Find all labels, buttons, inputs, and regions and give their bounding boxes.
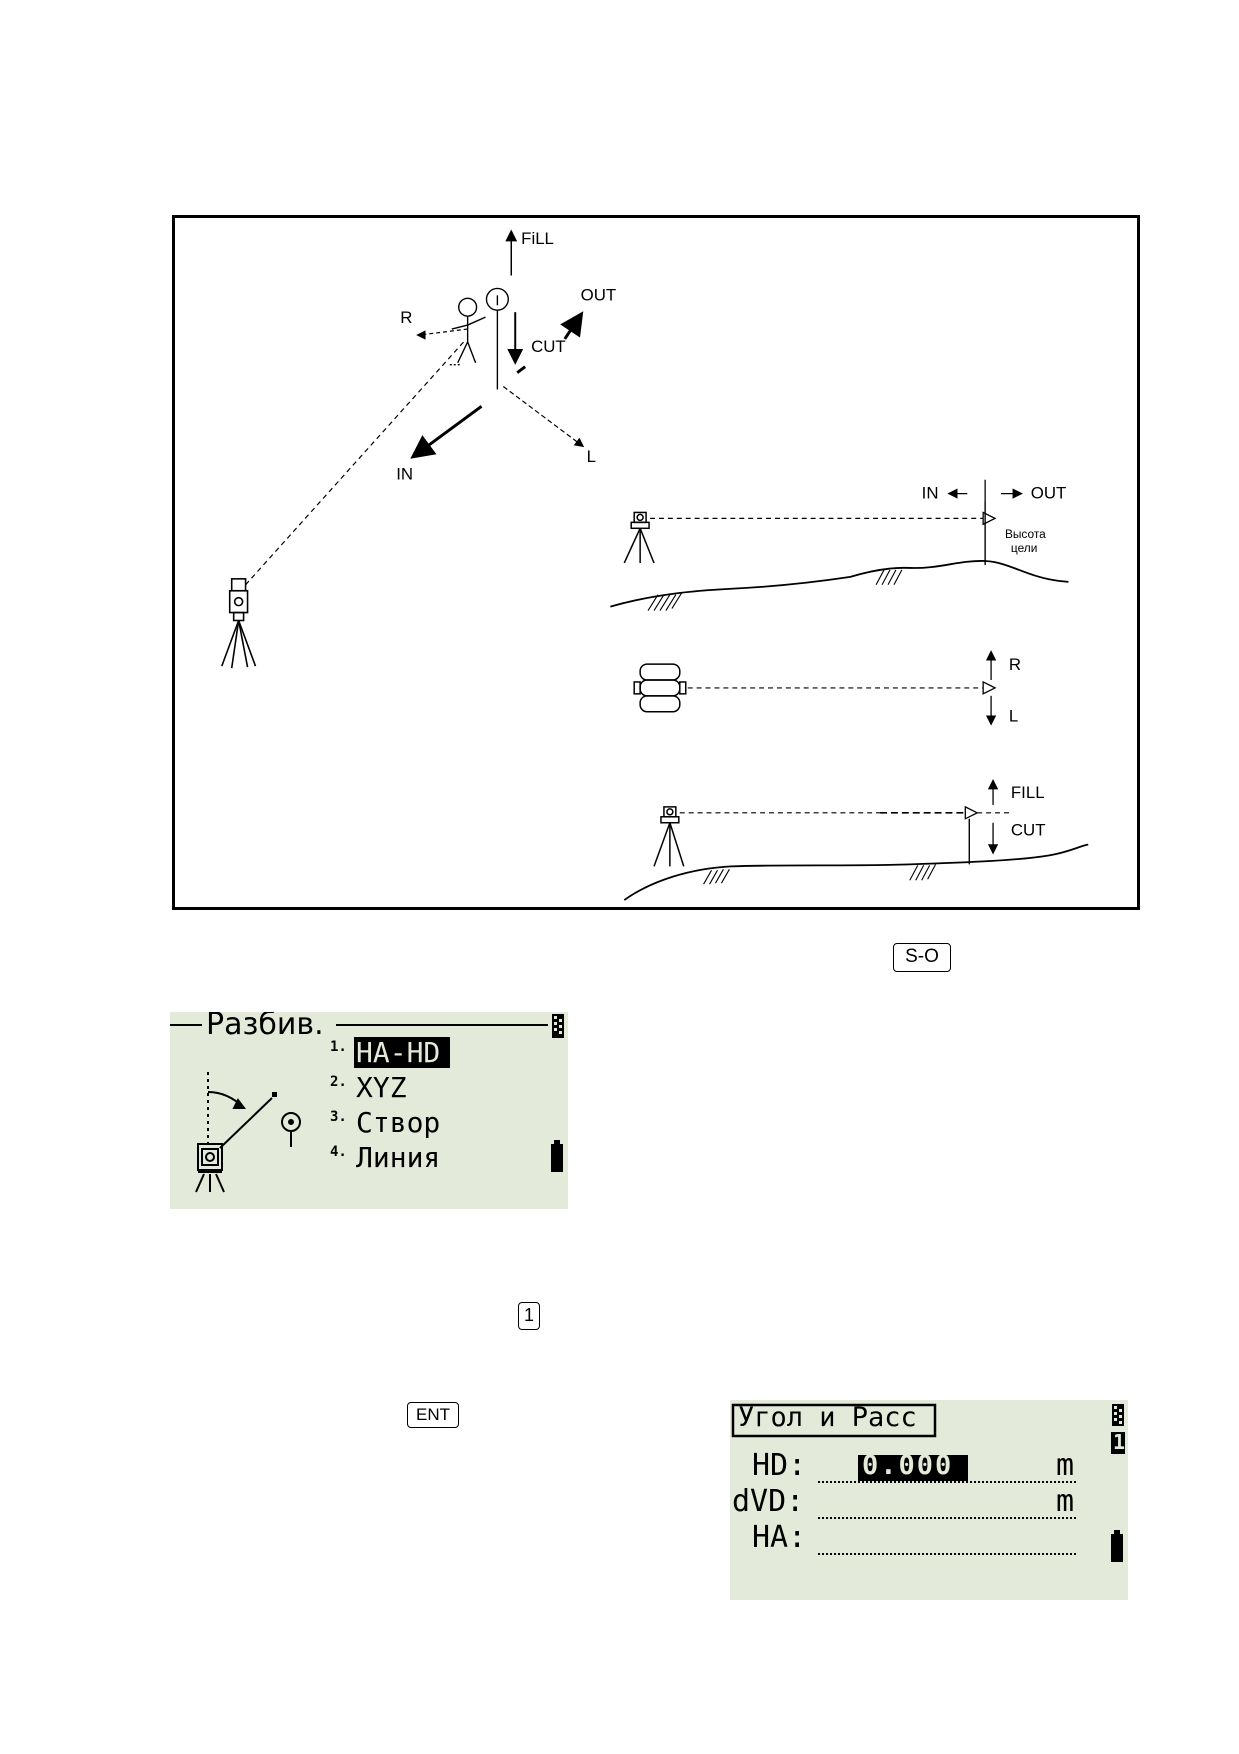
field-value-hd[interactable]: 0.000 xyxy=(862,1450,954,1481)
field-label-dvd: dVD: xyxy=(732,1484,805,1519)
menu-item-number: 4. xyxy=(330,1144,347,1160)
fill-label-side: FILL xyxy=(1011,783,1045,802)
so-key-icon: S-O xyxy=(893,943,951,972)
page-indicator-icon xyxy=(552,1014,564,1038)
out-label-side: OUT xyxy=(1031,484,1067,503)
field-label-ha: HA: xyxy=(752,1520,807,1555)
ground-line-side2 xyxy=(623,843,1089,901)
prism-pole-icon xyxy=(485,287,509,390)
l-label-top: L xyxy=(587,447,596,466)
page-indicator-icon xyxy=(1112,1404,1124,1426)
r-label-top: R xyxy=(400,308,412,327)
r-label-plan: R xyxy=(1009,655,1021,674)
field-unit-dvd: m xyxy=(1056,1484,1075,1519)
in-label-top: IN xyxy=(396,465,413,484)
stakeout-menu-screen: Разбив. 1. HA-HD 2. XYZ 3. Створ 4. Лини… xyxy=(170,1012,568,1209)
menu-item-label: Створ xyxy=(356,1106,441,1139)
page-number-box xyxy=(1111,1432,1125,1454)
out-arrow xyxy=(560,311,584,340)
menu-item-number: 3. xyxy=(330,1109,347,1125)
total-station-left-icon xyxy=(221,578,257,669)
in-arrow xyxy=(410,405,483,459)
total-station-side2-icon xyxy=(653,806,685,867)
ent-key-label: ENT xyxy=(416,1405,450,1424)
hd-value-cursor xyxy=(858,1455,968,1481)
stakeout-diagram: FiLL CUT OUT R L IN xyxy=(172,215,1140,910)
sight-line xyxy=(245,341,465,586)
target-height-line2: цели xyxy=(1011,541,1037,555)
out-label-top: OUT xyxy=(581,285,617,304)
menu-item-number: 1. xyxy=(330,1039,347,1055)
menu-item-label: XYZ xyxy=(356,1071,407,1104)
l-label-plan: L xyxy=(1009,707,1018,726)
stakeout-illustration-icon xyxy=(195,1072,301,1193)
stakeout-diagram-svg: FiLL CUT OUT R L IN xyxy=(221,229,1089,901)
ground-line-side1 xyxy=(610,560,1069,608)
plan-view-r-l: R L xyxy=(633,650,1021,726)
page-number: 1 xyxy=(1113,1430,1126,1454)
cut-label-top: CUT xyxy=(531,337,566,356)
angle-distance-title: Угол и Расс xyxy=(738,1402,917,1433)
target-height-line1: Высота xyxy=(1005,527,1046,541)
menu-item-number: 2. xyxy=(330,1074,347,1090)
person-figure-icon xyxy=(449,297,486,366)
prism-side1-icon xyxy=(982,511,997,526)
field-unit-hd: m xyxy=(1056,1448,1075,1483)
total-station-side1-icon xyxy=(623,511,655,564)
side-view-fill-cut: FILL CUT xyxy=(623,779,1089,901)
menu-item-label: HA-HD xyxy=(356,1036,441,1069)
so-key-label: S-O xyxy=(905,946,939,967)
battery-icon xyxy=(551,1140,563,1172)
angle-distance-screen: Угол и Расс 1 HD: 0.000 m dVD: m HA: xyxy=(730,1400,1128,1600)
side-view-in-out: IN OUT Высота цели xyxy=(610,479,1069,611)
field-label-hd: HD: xyxy=(752,1448,807,1483)
cut-label-side: CUT xyxy=(1011,821,1046,840)
fill-label-top: FiLL xyxy=(521,229,554,248)
left-arrow xyxy=(502,386,585,448)
total-station-top-icon xyxy=(633,663,687,713)
one-key-icon: 1 xyxy=(518,1302,540,1330)
prism-plan-icon xyxy=(982,680,997,695)
perspective-scene: FiLL CUT OUT R L IN xyxy=(221,229,617,669)
stakeout-menu-title: Разбив. xyxy=(206,1012,324,1042)
prism-side2-icon xyxy=(964,805,979,820)
menu-item-label: Линия xyxy=(356,1141,441,1174)
angle-distance-graphics xyxy=(731,1403,1125,1562)
selection-highlight xyxy=(354,1037,450,1068)
one-key-label: 1 xyxy=(523,1305,534,1325)
ent-key-icon: ENT xyxy=(407,1402,459,1428)
battery-icon xyxy=(1111,1530,1123,1562)
stakeout-menu-graphics xyxy=(170,1014,564,1193)
in-label-side: IN xyxy=(922,484,939,503)
